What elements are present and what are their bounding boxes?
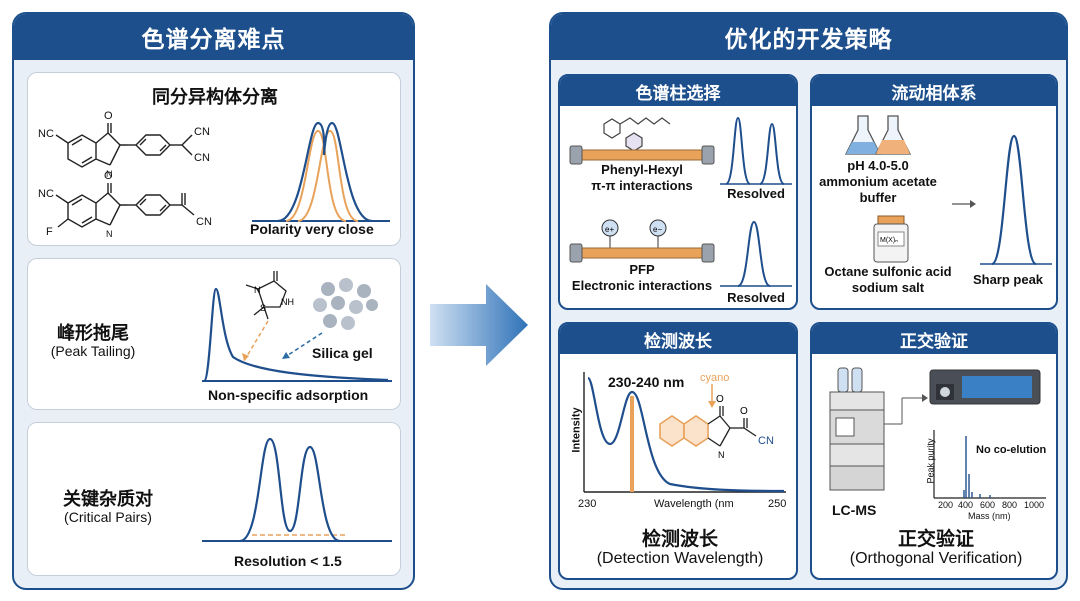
- tailing-chart: NH S N: [202, 271, 392, 383]
- det-mol-cn: CN: [758, 435, 774, 447]
- mol1-o: O: [104, 110, 113, 122]
- left-panel-title: 色谱分离难点: [14, 14, 413, 60]
- sharp-peak-label: Sharp peak: [972, 272, 1044, 287]
- uv-spectrum: O N O CN: [583, 372, 786, 493]
- det-xmin: 230: [578, 498, 597, 510]
- mol2-cn1: NC: [38, 188, 54, 200]
- mol1-cn1: NC: [38, 128, 54, 140]
- tailing-title: 峰形拖尾: [57, 323, 129, 343]
- salt-line1: Octane sulfonic acid: [824, 264, 952, 279]
- orthogonal-caption-en: (Orthogonal Verification): [849, 550, 1023, 567]
- isomer-box: 同分异构体分离 NC O N CN CN: [27, 72, 401, 246]
- mol2-o: O: [104, 170, 113, 182]
- phenyl-label: Phenyl-Hexyl: [601, 162, 683, 177]
- tailing-n: N: [254, 285, 261, 295]
- column-diagram: e+ e−: [569, 116, 792, 287]
- silica-label: Silica gel: [312, 345, 373, 361]
- det-xmax: 250: [768, 498, 787, 510]
- det-mol-nh: N: [718, 450, 725, 460]
- mol2-nh: N: [106, 229, 113, 239]
- det-mol-o2: O: [740, 406, 748, 417]
- lcms-diagram: [829, 367, 1046, 499]
- ms-xtick-4: 800: [1002, 500, 1018, 510]
- jar-label: M(X)ₙ: [880, 237, 898, 244]
- orthogonal-title: 正交验证: [812, 324, 1056, 354]
- mol2-cn2: CN: [196, 216, 212, 228]
- mobile-box: 流动相体系 M(X)ₙ pH 4.0-5.0 ammonium acetate …: [810, 74, 1058, 310]
- det-xlabel: Wavelength (nm: [654, 498, 734, 510]
- orthogonal-caption-cn: 正交验证: [897, 529, 975, 550]
- ms-ylabel: Peak purity: [925, 438, 936, 484]
- mol2-f: F: [46, 226, 53, 238]
- mobile-title: 流动相体系: [812, 76, 1056, 106]
- tailing-caption: Non-specific adsorption: [208, 387, 369, 403]
- critical-caption: Resolution < 1.5: [234, 553, 342, 569]
- tailing-subtitle: (Peak Tailing): [50, 343, 136, 359]
- buffer-line1: ammonium acetate: [819, 174, 937, 189]
- detection-caption-cn: 检测波长: [641, 529, 719, 550]
- tailing-box: 峰形拖尾 (Peak Tailing) NH S N Silica gel No…: [27, 258, 401, 410]
- ph-label: pH 4.0-5.0: [847, 158, 909, 173]
- salt-line2: sodium salt: [851, 280, 925, 295]
- wavelength-range: 230-240 nm: [608, 374, 685, 390]
- orthogonal-box: 正交验证 No co-elution Peak purity 200: [810, 322, 1058, 580]
- critical-title: 关键杂质对: [63, 489, 153, 509]
- ms-xtick-2: 400: [958, 500, 974, 510]
- pfp-label: PFP: [629, 262, 655, 277]
- ms-xlabel: Mass (nm): [968, 511, 1011, 521]
- detection-caption-en: (Detection Wavelength): [596, 550, 764, 567]
- ion-2: e−: [653, 225, 662, 234]
- cyano-label: cyano: [700, 372, 730, 384]
- detection-box: 检测波长 O N O CN 230-240 nm cyano Intensity…: [558, 322, 798, 580]
- ms-xtick-5: 1000: [1024, 500, 1045, 510]
- det-ylabel: Intensity: [570, 407, 583, 453]
- critical-chart: [202, 437, 392, 543]
- mol1-nh: N: [106, 169, 113, 179]
- no-coelution: No co-elution: [976, 444, 1047, 456]
- column-title: 色谱柱选择: [560, 76, 796, 106]
- detection-title: 检测波长: [560, 324, 796, 354]
- critical-box: 关键杂质对 (Critical Pairs) Resolution < 1.5: [27, 422, 401, 576]
- tailing-s: S: [260, 303, 266, 313]
- ms-xtick-3: 600: [980, 500, 996, 510]
- right-panel-title: 优化的开发策略: [551, 14, 1066, 60]
- lcms-label: LC-MS: [832, 502, 877, 518]
- det-mol-o: O: [716, 394, 724, 405]
- tailing-nh: NH: [281, 297, 294, 307]
- critical-subtitle: (Critical Pairs): [64, 509, 152, 525]
- flow-arrow-icon: [430, 284, 528, 366]
- isomer-title: 同分异构体分离: [152, 87, 278, 107]
- ms-xtick-1: 200: [938, 500, 954, 510]
- isomer-caption: Polarity very close: [250, 221, 374, 237]
- phenyl-sub: π-π interactions: [591, 178, 693, 193]
- ion-1: e+: [605, 225, 614, 234]
- buffer-line2: buffer: [859, 190, 897, 205]
- column-box: 色谱柱选择 e+ e− Phenyl-Hexyl π-π interaction…: [558, 74, 798, 310]
- pfp-sub: Electronic interactions: [571, 278, 713, 293]
- mobile-diagram: M(X)ₙ: [844, 115, 1052, 266]
- phenyl-result: Resolved: [727, 186, 785, 201]
- molecule-1: NC O N CN CN NC F O N CN: [38, 110, 390, 239]
- pfp-result: Resolved: [727, 290, 785, 305]
- silica-spheres: [313, 278, 378, 330]
- mol1-cn3: CN: [194, 152, 210, 164]
- mol1-cn2: CN: [194, 126, 210, 138]
